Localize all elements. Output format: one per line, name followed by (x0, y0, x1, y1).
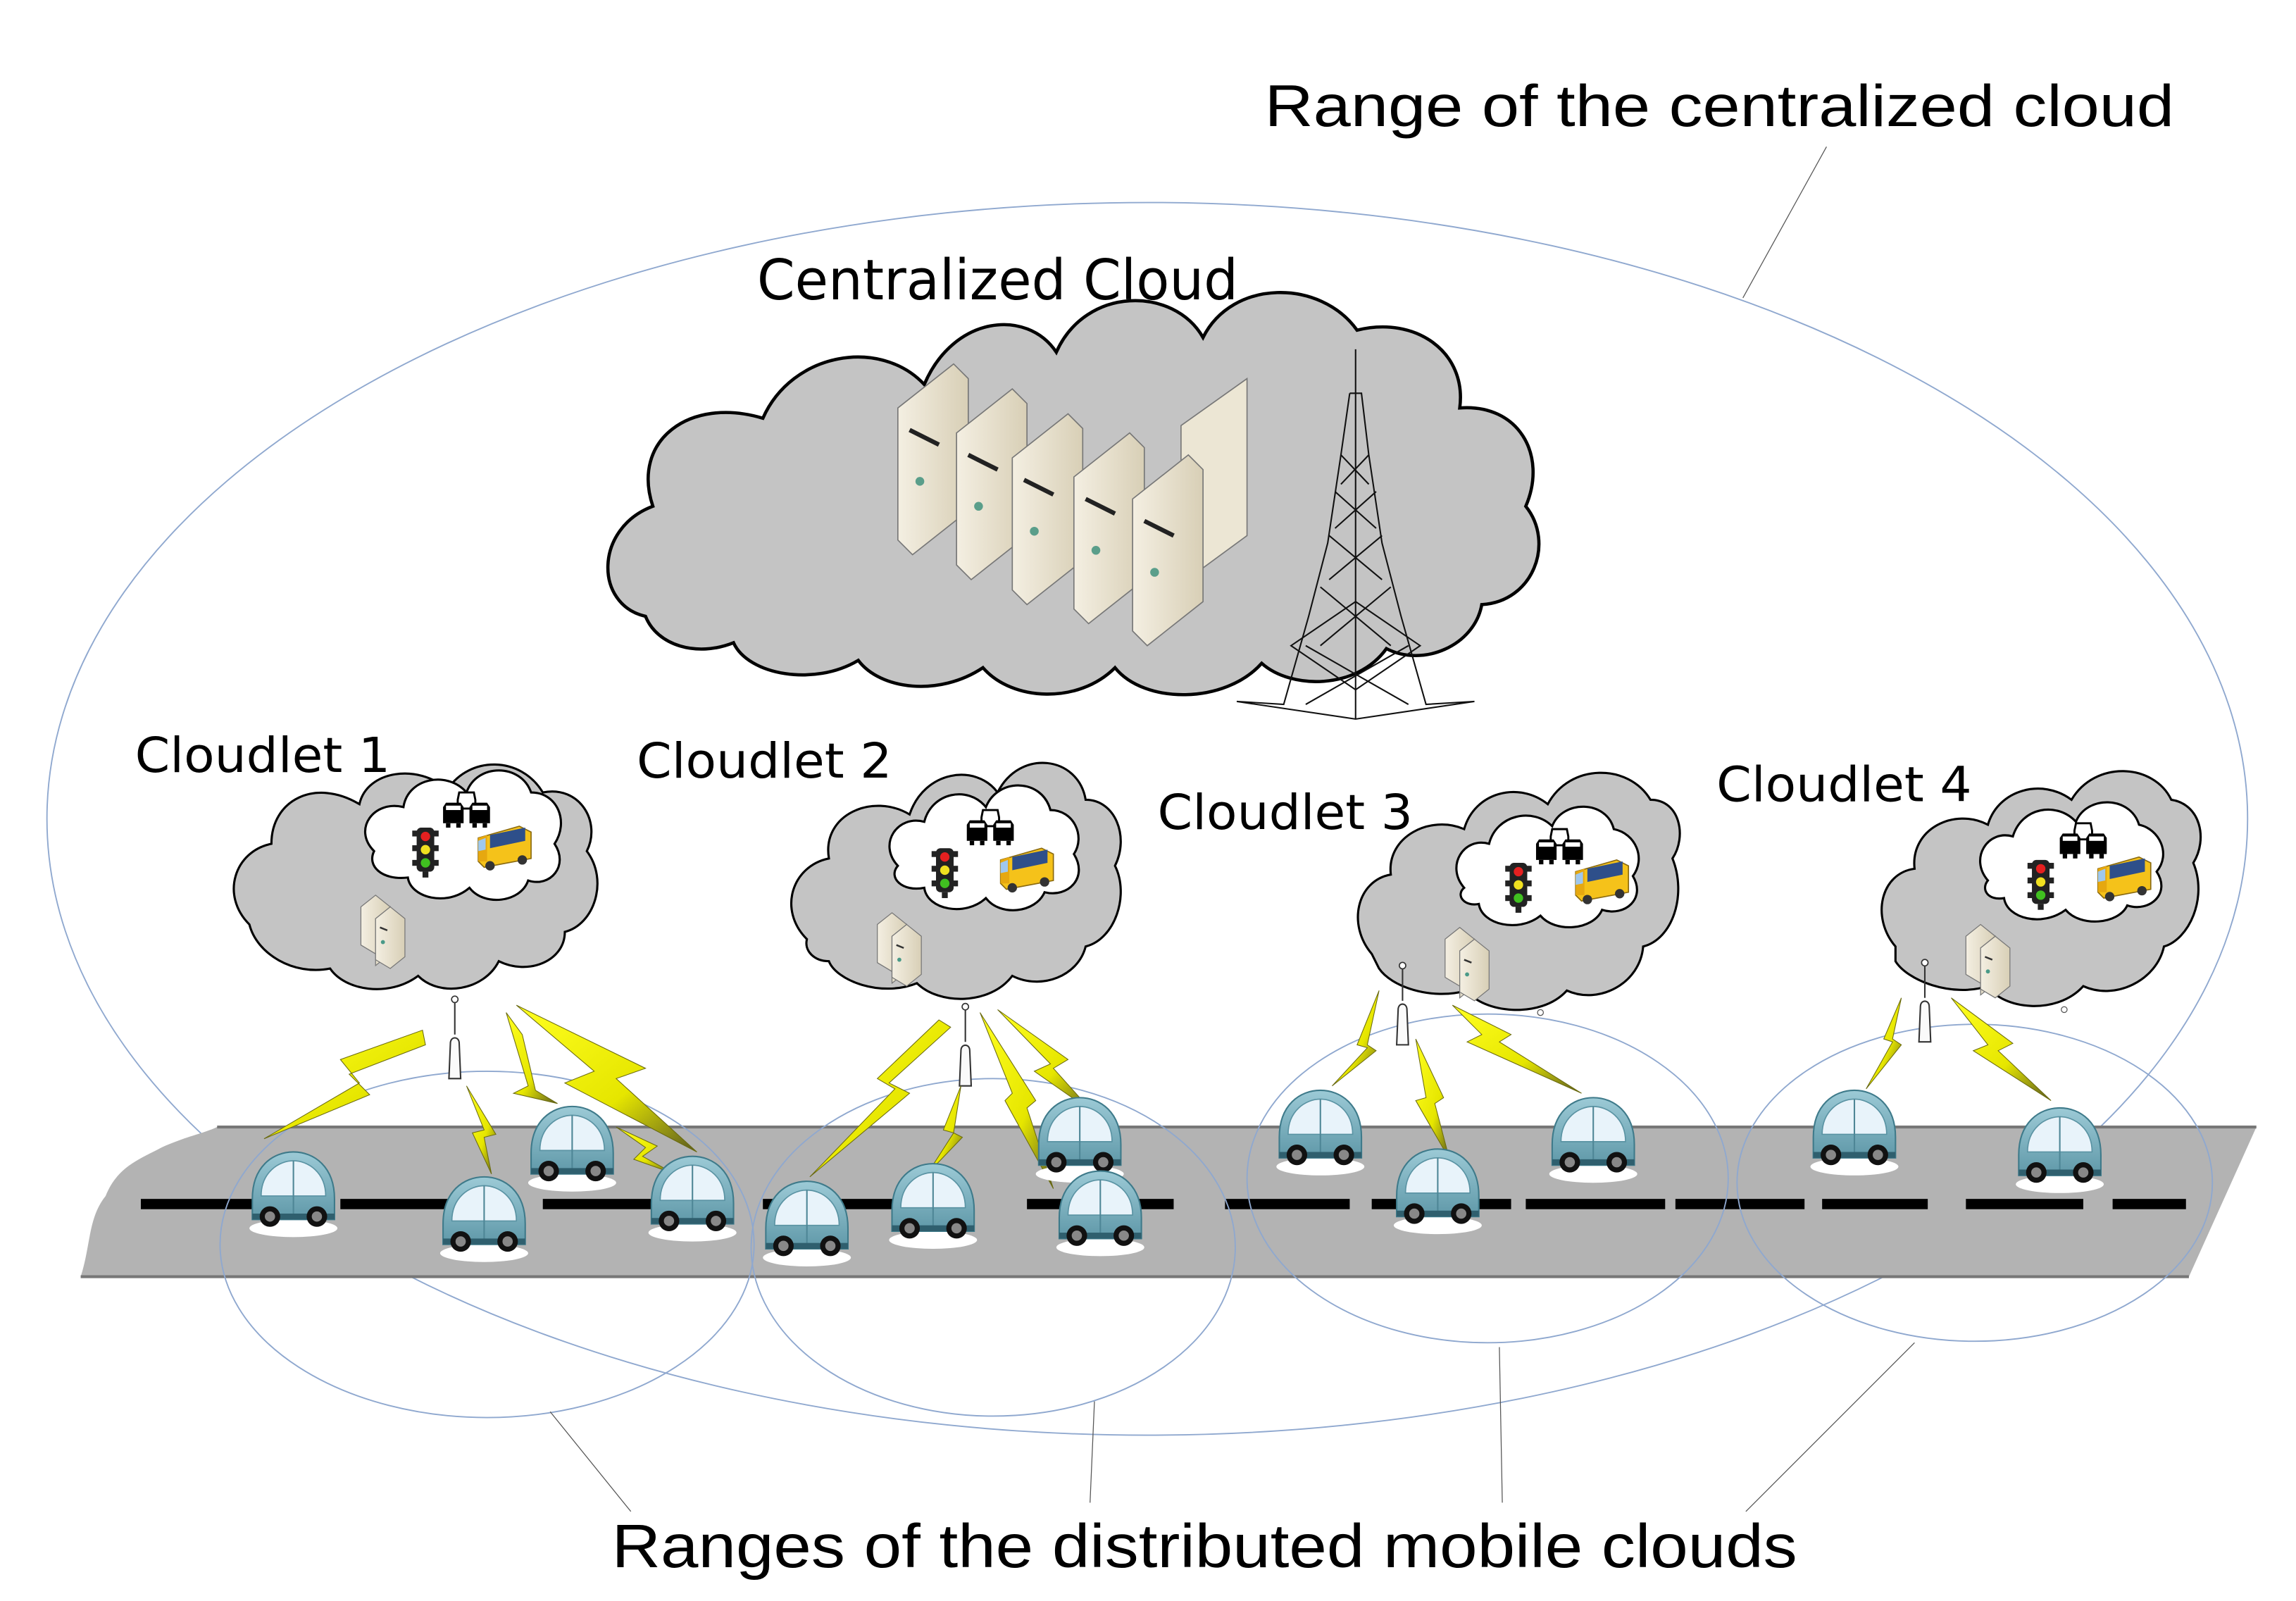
cloudlet-4 (1880, 770, 2202, 1043)
distributed-ranges-label: Ranges of the distributed mobile clouds (612, 1512, 1797, 1581)
car-icon (1809, 1089, 1899, 1176)
cloudlet-1 (232, 763, 599, 1080)
centralized-range-leader (1742, 147, 1827, 299)
range-ellipse-1 (219, 1070, 755, 1419)
cloudlet-4-label: Cloudlet 4 (1716, 757, 1971, 814)
lightning-icon (263, 1029, 426, 1140)
centralized-cloud (606, 291, 1541, 697)
lightning-icon (980, 1012, 1054, 1189)
car-icon (527, 1105, 617, 1192)
lightning-icon (466, 1085, 497, 1174)
car-icon (2015, 1107, 2105, 1194)
centralized-range-label: Range of the centralized cloud (1265, 73, 2175, 139)
car-icon (1035, 1097, 1125, 1184)
cloudlet-2 (790, 761, 1122, 1087)
centralized-range-ellipse (46, 201, 2249, 1436)
range-ellipse-3 (1246, 1013, 1729, 1344)
lightning-icon (1951, 997, 2052, 1101)
car-icon (1275, 1089, 1366, 1176)
access-point-icon (448, 995, 462, 1080)
server-rack-icon (897, 363, 1248, 647)
centralized-cloud-label: Centralized Cloud (757, 248, 1238, 313)
cell-tower-icon (1236, 349, 1475, 720)
lightning-icon (1866, 997, 1902, 1090)
lightning-icon (809, 1019, 952, 1178)
lightning-icon (1332, 990, 1380, 1087)
cloudlet-1-label: Cloudlet 1 (135, 728, 390, 784)
cloudlet-2-label: Cloudlet 2 (637, 733, 892, 790)
range-ellipse-2 (750, 1078, 1236, 1417)
road (80, 1125, 2257, 1278)
lightning-icon (1452, 1004, 1582, 1094)
access-point-icon (959, 1002, 973, 1087)
cloudlet-3-label: Cloudlet 3 (1158, 785, 1413, 841)
cloudlet-3 (1356, 771, 1681, 1046)
lightning-icon (506, 1012, 558, 1104)
distributed-range-leaders (549, 1342, 1915, 1512)
wireless-links (263, 990, 2052, 1189)
car-icon (1548, 1097, 1638, 1184)
lightning-icon (516, 1004, 697, 1152)
